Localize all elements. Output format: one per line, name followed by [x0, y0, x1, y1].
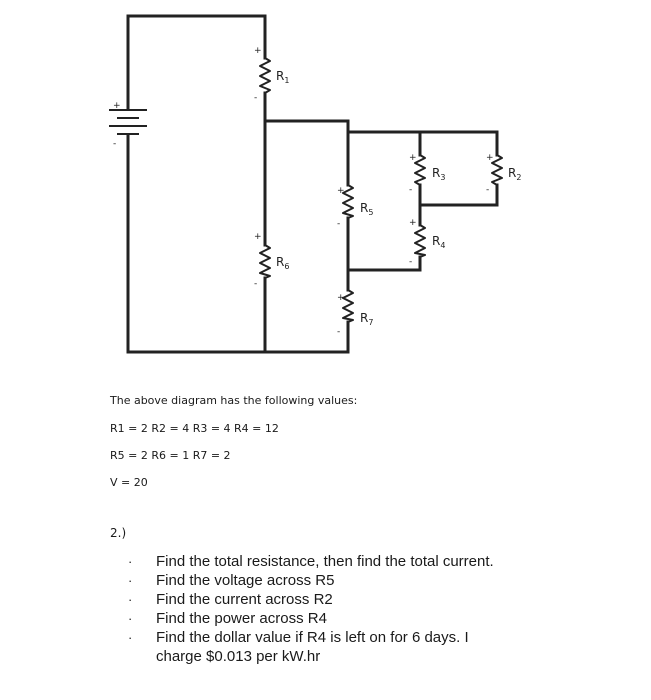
r1-minus: -: [254, 93, 257, 103]
question-item: ·Find the total resistance, then find th…: [128, 553, 494, 570]
bullet: ·: [128, 611, 133, 626]
resistor-r4: + - R4: [409, 218, 445, 267]
r1-plus: +: [254, 46, 262, 56]
wires: [126, 14, 499, 354]
battery-plus: +: [113, 101, 121, 111]
r2-plus: +: [486, 153, 494, 163]
r3-plus: +: [409, 153, 417, 163]
r7-minus: -: [337, 327, 340, 337]
question-list: ·Find the total resistance, then find th…: [120, 552, 500, 666]
battery-minus: -: [113, 139, 116, 149]
r4-minus: -: [409, 257, 412, 267]
r4-label: R4: [432, 234, 445, 250]
r4-plus: +: [409, 218, 417, 228]
resistor-r6: + - R6: [254, 232, 289, 289]
r3-minus: -: [409, 185, 412, 195]
question-item: ·Find the voltage across R5: [128, 572, 335, 589]
r6-minus: -: [254, 279, 257, 289]
values-line-1: R1 = 2 R2 = 4 R3 = 4 R4 = 12: [110, 422, 279, 435]
bullet: ·: [128, 554, 133, 569]
values-line-3: V = 20: [110, 476, 148, 489]
question-item: ·Find the current across R2: [128, 591, 333, 608]
circuit-diagram: + - + - R1 + - R6 + - R5 + - R7 + - R3 +…: [109, 14, 521, 354]
bullet: ·: [128, 573, 133, 588]
r5-minus: -: [337, 219, 340, 229]
r3-label: R3: [432, 166, 445, 182]
r6-label: R6: [276, 255, 289, 271]
values-intro: The above diagram has the following valu…: [110, 394, 358, 407]
r1-label: R1: [276, 69, 289, 85]
values-line-2: R5 = 2 R6 = 1 R7 = 2: [110, 449, 231, 462]
r7-label: R7: [360, 311, 373, 327]
question-item: ·Find the power across R4: [128, 610, 327, 627]
r6-plus: +: [254, 232, 262, 242]
battery: + -: [109, 101, 147, 149]
question-number: 2.): [110, 526, 127, 540]
bullet: ·: [128, 630, 133, 645]
r2-label: R2: [508, 166, 521, 182]
r5-label: R5: [360, 201, 373, 217]
r7-plus: +: [337, 293, 345, 303]
resistor-r5: + - R5: [337, 184, 373, 229]
r2-minus: -: [486, 185, 489, 195]
resistor-r3: + - R3: [409, 153, 445, 195]
r5-plus: +: [337, 186, 345, 196]
resistor-r1: + - R1: [254, 46, 289, 103]
resistor-r2: + - R2: [486, 153, 521, 195]
resistor-r7: + - R7: [337, 289, 373, 337]
bullet: ·: [128, 592, 133, 607]
question-item: ·Find the dollar value if R4 is left on …: [128, 629, 469, 665]
